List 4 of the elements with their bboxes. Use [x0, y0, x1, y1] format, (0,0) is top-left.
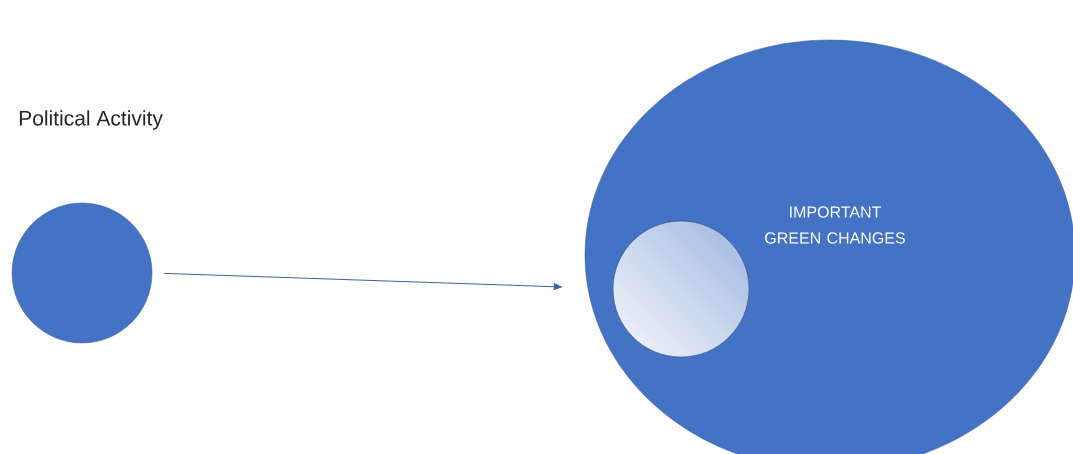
heading: Political Activity	[19, 110, 163, 130]
circle	[612, 220, 750, 358]
ellipse-text: IMPORTANT GREEN CHANGES	[765, 206, 905, 244]
arrow	[163, 272, 562, 291]
